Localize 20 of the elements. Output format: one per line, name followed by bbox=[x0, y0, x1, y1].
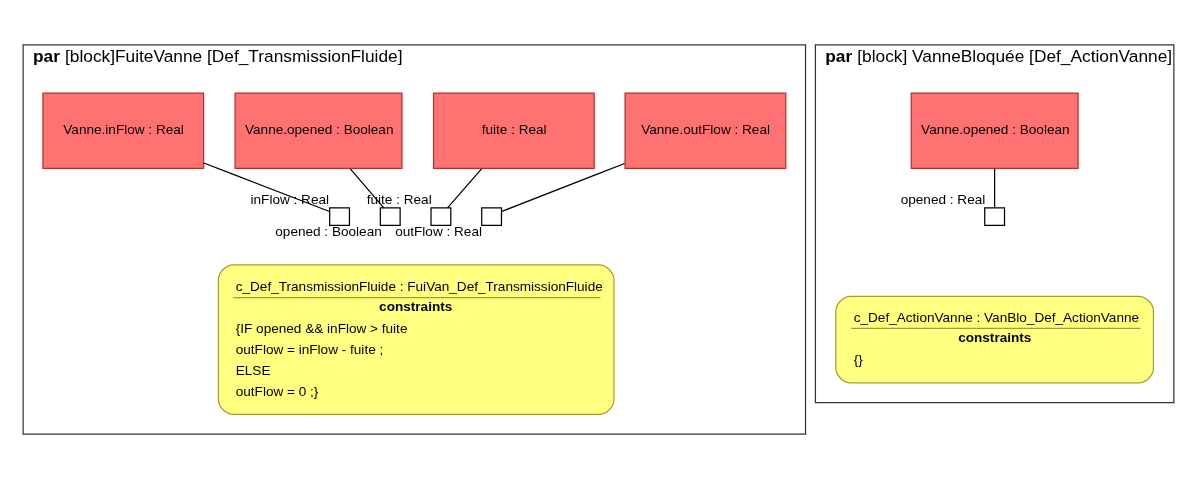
node-label: inFlow : Real bbox=[250, 192, 330, 208]
node-box bbox=[329, 207, 351, 226]
connector bbox=[203, 162, 331, 213]
node-box bbox=[984, 207, 1006, 226]
node-box: Vanne.inFlow : Real bbox=[42, 92, 205, 170]
node-box: Vanne.outFlow : Real bbox=[624, 92, 787, 170]
node-label: opened : Real bbox=[900, 192, 986, 208]
node-box: c_Def_TransmissionFluide : FuiVan_Def_TransmissionFluide constraints {IF opened && inFlow > fuite outFlow = inFlow - fuite ; ELSE outFlow = 0 ;} bbox=[217, 264, 615, 415]
node-box bbox=[379, 207, 401, 226]
connector bbox=[994, 168, 996, 209]
node-box: fuite : Real bbox=[432, 92, 595, 170]
connector bbox=[446, 168, 483, 209]
node-box bbox=[481, 207, 503, 226]
node-box bbox=[430, 207, 452, 226]
node-label: opened : Boolean bbox=[275, 224, 382, 240]
node-label: outFlow : Real bbox=[395, 224, 482, 240]
node-box: c_Def_ActionVanne : VanBlo_Def_ActionVanne constraints {} bbox=[835, 295, 1155, 384]
node-box: Vanne.opened : Boolean bbox=[234, 92, 403, 170]
connector bbox=[501, 162, 626, 213]
node-box: Vanne.opened : Boolean bbox=[910, 92, 1079, 170]
